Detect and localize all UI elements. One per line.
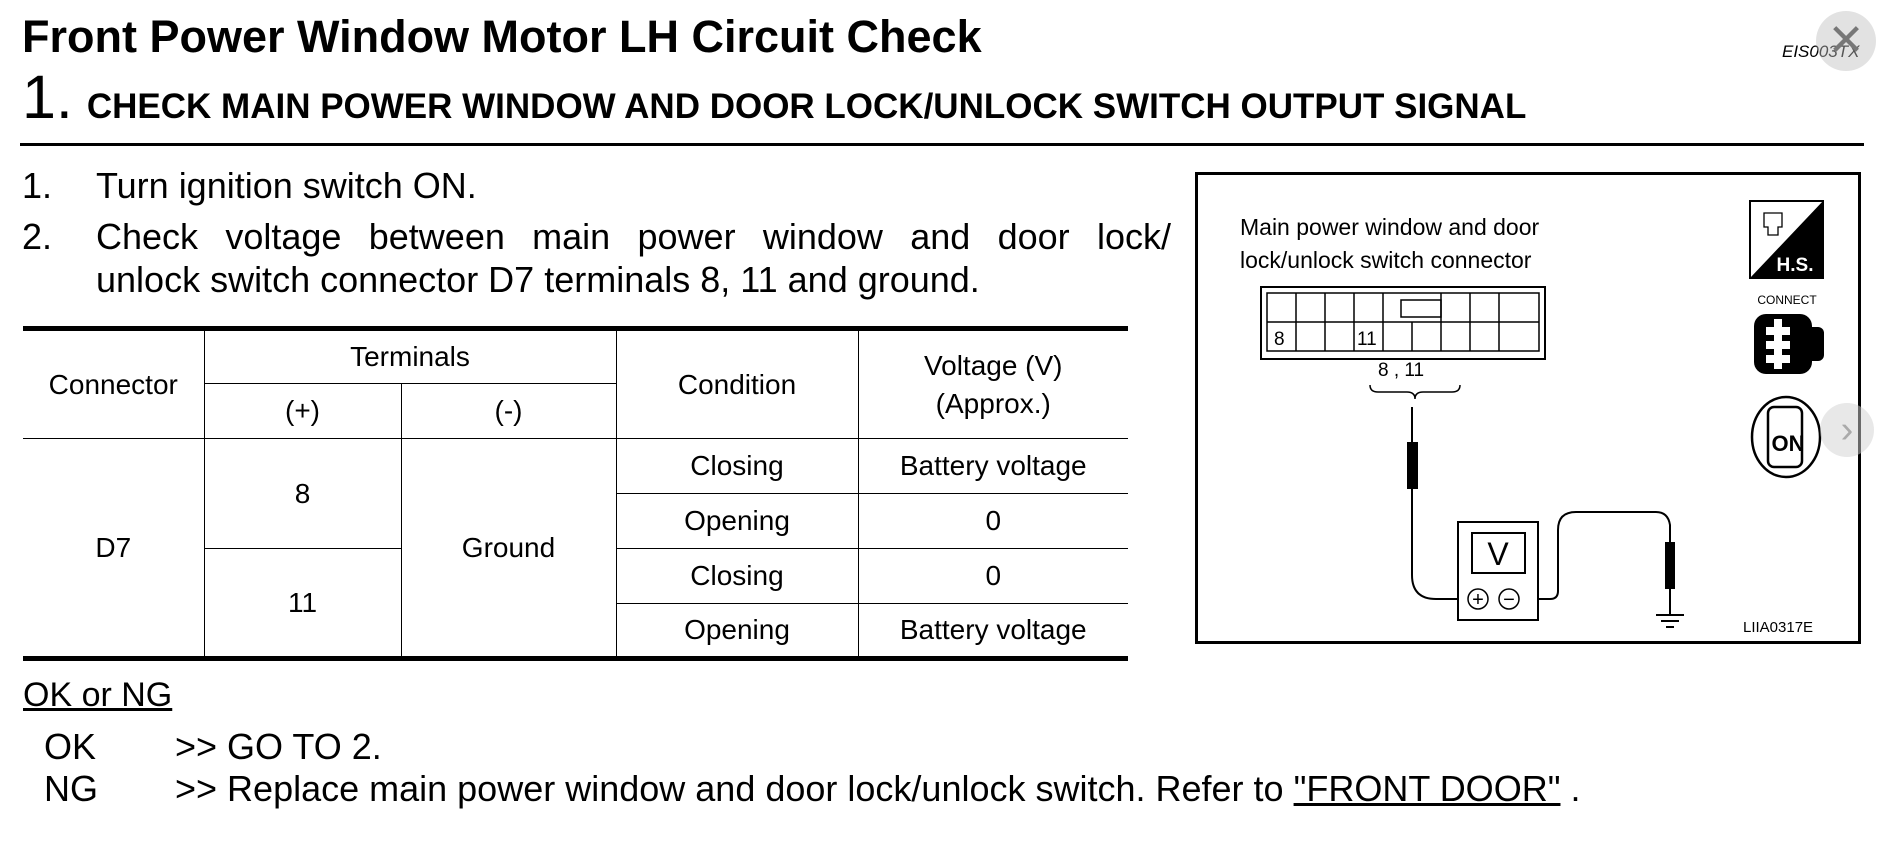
header-minus: (-) (400, 383, 616, 439)
cell-ground: Ground (400, 438, 617, 659)
close-icon: ✕ (1827, 16, 1865, 65)
result-ng-code: NG (44, 768, 98, 809)
voltage-spec-table: Connector Terminals Condition Voltage (V… (23, 326, 1128, 661)
connector-diagram: Main power window and door lock/unlock s… (1195, 172, 1861, 644)
result-ng-line: >> Replace main power window and door lo… (175, 768, 1580, 810)
cell-voltage: Battery voltage (857, 438, 1128, 494)
ignition-on-label: ON (1772, 431, 1805, 456)
plus-terminal-symbol: + (1472, 589, 1484, 611)
result-ng-end: . (1560, 768, 1581, 809)
cell-voltage: 0 (857, 548, 1128, 604)
pin-11-label: 11 (1357, 329, 1377, 350)
pins-label: 8 , 11 (1378, 360, 1424, 381)
header-connector: Connector (23, 328, 205, 439)
header-divider (20, 143, 1864, 146)
voltmeter-icon (1457, 521, 1539, 621)
step-number: 1. (22, 63, 73, 131)
cell-condition: Closing (615, 548, 859, 604)
cell-terminal-8: 8 (203, 438, 402, 549)
connector-label-line-2: lock/unlock switch connector (1240, 247, 1532, 273)
connect-icon (1754, 314, 1824, 374)
result-heading: OK or NG (23, 676, 173, 714)
instruction-1: 1. Turn ignition switch ON. (0, 164, 1180, 206)
result-ng-text: >> Replace main power window and door lo… (175, 768, 1294, 809)
harness-side-icon (1749, 200, 1824, 279)
cell-condition: Closing (615, 438, 859, 494)
pins-brace (1369, 384, 1461, 400)
header-terminals: Terminals (203, 328, 617, 384)
step-heading: 1. CHECK MAIN POWER WINDOW AND DOOR LOCK/… (22, 62, 1526, 132)
minus-terminal-symbol: − (1503, 589, 1515, 611)
harness-side-label: H.S. (1777, 255, 1814, 276)
instruction-2: 2. Check voltage between main power wind… (0, 215, 1180, 305)
instruction-text-line-1: Check voltage between main power window … (96, 216, 1171, 257)
header-plus: (+) (204, 383, 402, 439)
cell-terminal-11: 11 (204, 548, 402, 659)
result-ok-text: >> GO TO 2. (175, 726, 382, 767)
page-title: Front Power Window Motor LH Circuit Chec… (22, 11, 982, 62)
instruction-text: Turn ignition switch ON. (96, 165, 477, 206)
header-voltage-line-2: (Approx.) (935, 387, 1051, 419)
close-button[interactable]: ✕ (1816, 11, 1876, 71)
cell-condition: Opening (616, 603, 859, 659)
step-title: CHECK MAIN POWER WINDOW AND DOOR LOCK/UN… (86, 87, 1527, 126)
next-page-button[interactable]: › (1820, 403, 1874, 457)
chevron-right-icon: › (1840, 409, 1854, 451)
result-ok: OK >> GO TO 2. (0, 726, 1700, 768)
header-voltage-line-1: Voltage (V) (923, 349, 1063, 381)
cell-connector: D7 (23, 438, 205, 659)
header-voltage: Voltage (V) (Approx.) (857, 328, 1128, 439)
result-ok-code: OK (44, 726, 97, 767)
connector-symbol (1260, 286, 1546, 360)
instruction-number: 2. (22, 216, 53, 257)
document-code: EIS003TX (1782, 42, 1860, 61)
instruction-number: 1. (22, 165, 53, 206)
header-condition: Condition (615, 328, 859, 439)
diagram-svg: Main power window and door lock/unlock s… (1240, 200, 1824, 636)
result-ng: NG >> Replace main power window and door… (0, 768, 1700, 810)
cell-condition: Opening (616, 493, 859, 549)
figure-code: LIIA0317E (1743, 619, 1813, 636)
pin-8-label: 8 (1274, 329, 1285, 350)
front-door-link[interactable]: "FRONT DOOR" (1293, 768, 1561, 809)
connector-label-line-1: Main power window and door (1240, 214, 1540, 240)
voltmeter-label: V (1487, 536, 1509, 572)
cell-voltage: 0 (857, 493, 1128, 549)
instruction-text-line-2: unlock switch connector D7 terminals 8, … (96, 259, 980, 300)
cell-voltage: Battery voltage (857, 603, 1128, 659)
connect-label: CONNECT (1757, 293, 1817, 307)
test-wiring (1407, 407, 1684, 628)
